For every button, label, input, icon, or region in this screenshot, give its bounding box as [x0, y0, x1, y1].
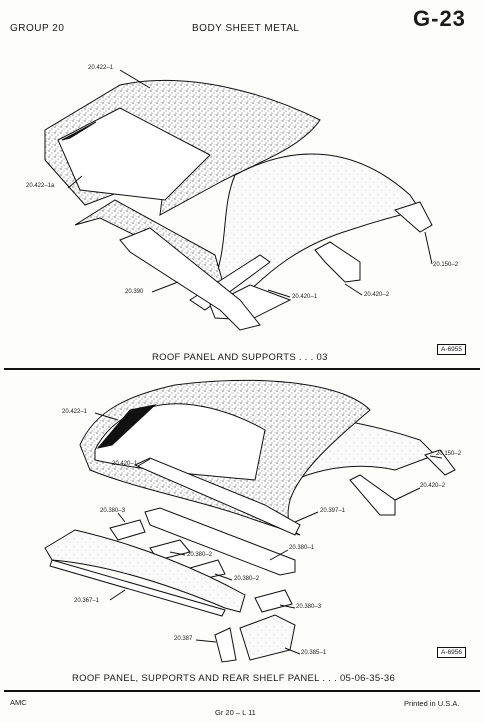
callout-bottom-6: 20.380–3 [100, 508, 126, 514]
callout-bottom-5: 20.397–1 [320, 508, 346, 514]
callout-top-2: 20.422–1a [26, 183, 55, 189]
figure-ref-bottom: A-6956 [437, 647, 466, 658]
callout-bottom-7: 20.380–2 [187, 552, 213, 558]
callout-top-1: 20.422–1 [88, 65, 114, 71]
footer-brand: AMC [10, 698, 27, 707]
footer-page-ref: Gr 20 – L 11 [215, 708, 256, 717]
callout-bottom-10: 20.367–1 [74, 598, 100, 604]
group-label: GROUP 20 [10, 23, 65, 34]
callout-bottom-12: 20.387 [174, 636, 193, 642]
bottom-figure-art [44, 379, 456, 663]
callout-top-4: 20.420–1 [292, 294, 318, 300]
callout-bottom-3: 20.150–2 [436, 451, 462, 457]
callout-bottom-1: 20.422–1 [62, 409, 88, 415]
callout-top-5: 20.420–2 [364, 292, 390, 298]
callout-bottom-13: 20.385–1 [301, 650, 327, 656]
callout-bottom-4: 20.420–2 [420, 483, 446, 489]
footer-printed: Printed in U.S.A. [404, 699, 460, 708]
section-title: BODY SHEET METAL [192, 23, 300, 34]
caption-bottom: ROOF PANEL, SUPPORTS AND REAR SHELF PANE… [72, 673, 396, 684]
callout-bottom-9: 20.380–2 [234, 576, 260, 582]
caption-top: ROOF PANEL AND SUPPORTS . . . 03 [152, 352, 328, 363]
callout-bottom-8: 20.380–1 [289, 545, 315, 551]
figure-ref-top: A-6955 [437, 344, 466, 355]
callout-top-3: 20.390 [125, 289, 144, 295]
footer-divider [4, 690, 480, 692]
top-figure-art [44, 69, 433, 331]
section-divider [4, 368, 480, 370]
page-code: G-23 [413, 6, 466, 31]
callout-bottom-2: 20.420–1 [112, 461, 138, 467]
callout-top-6: 20.150–2 [433, 262, 459, 268]
callout-bottom-11: 20.380–3 [296, 604, 322, 610]
